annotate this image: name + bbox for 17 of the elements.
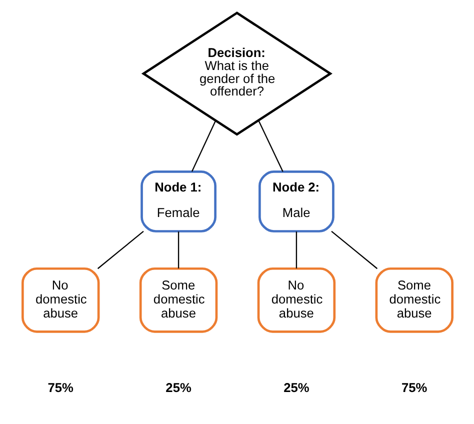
connector [258, 120, 283, 172]
node-box: No domestic abuse [21, 267, 100, 333]
node-diamond: Decision: What is the gender of the offender? [140, 12, 332, 136]
connector [96, 230, 144, 270]
node-box: No domestic abuse [256, 267, 336, 333]
node-box: Node 2: Male [258, 170, 334, 232]
node-label: 75% [47, 380, 73, 396]
connector [295, 232, 297, 268]
node-box: Node 1: Female [140, 170, 216, 232]
node-box: Some domestic abuse [138, 267, 218, 333]
connector [330, 230, 378, 270]
node-label: 25% [165, 380, 191, 396]
node-label: 25% [283, 380, 309, 396]
node-label: 75% [401, 380, 427, 396]
connector [177, 232, 179, 268]
connector [190, 120, 216, 172]
node-box: Some domestic abuse [374, 267, 453, 333]
